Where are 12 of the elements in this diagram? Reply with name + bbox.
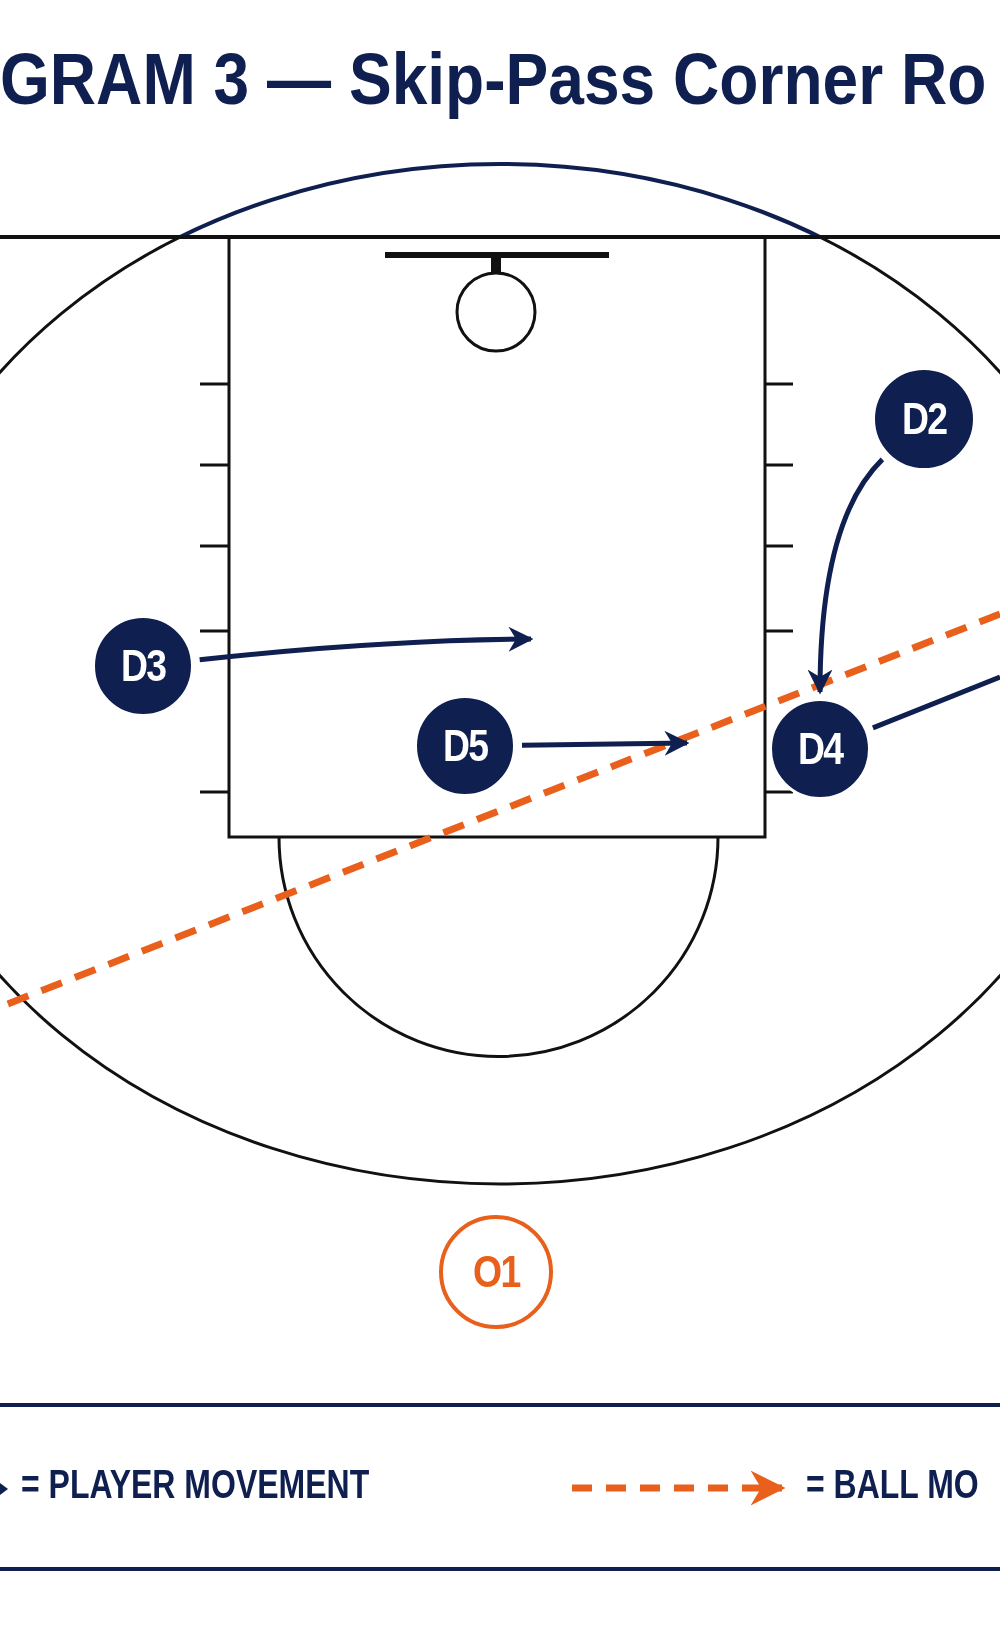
defender-marker: D3 bbox=[92, 615, 194, 717]
movement-arrow bbox=[199, 626, 534, 663]
movement-line bbox=[872, 674, 1000, 731]
legend-label: = BALL MO bbox=[806, 1462, 979, 1507]
defender-marker: D4 bbox=[769, 698, 871, 800]
defender-marker: D2 bbox=[872, 367, 976, 471]
diagram-title: GRAM 3 — Skip-Pass Corner Ro bbox=[0, 38, 987, 120]
movement-arrow bbox=[807, 457, 885, 695]
defender-marker: D5 bbox=[414, 695, 516, 797]
movement-arrow bbox=[521, 730, 690, 756]
legend-label: = PLAYER MOVEMENT bbox=[21, 1462, 370, 1507]
offense-marker: O1 bbox=[439, 1215, 553, 1329]
